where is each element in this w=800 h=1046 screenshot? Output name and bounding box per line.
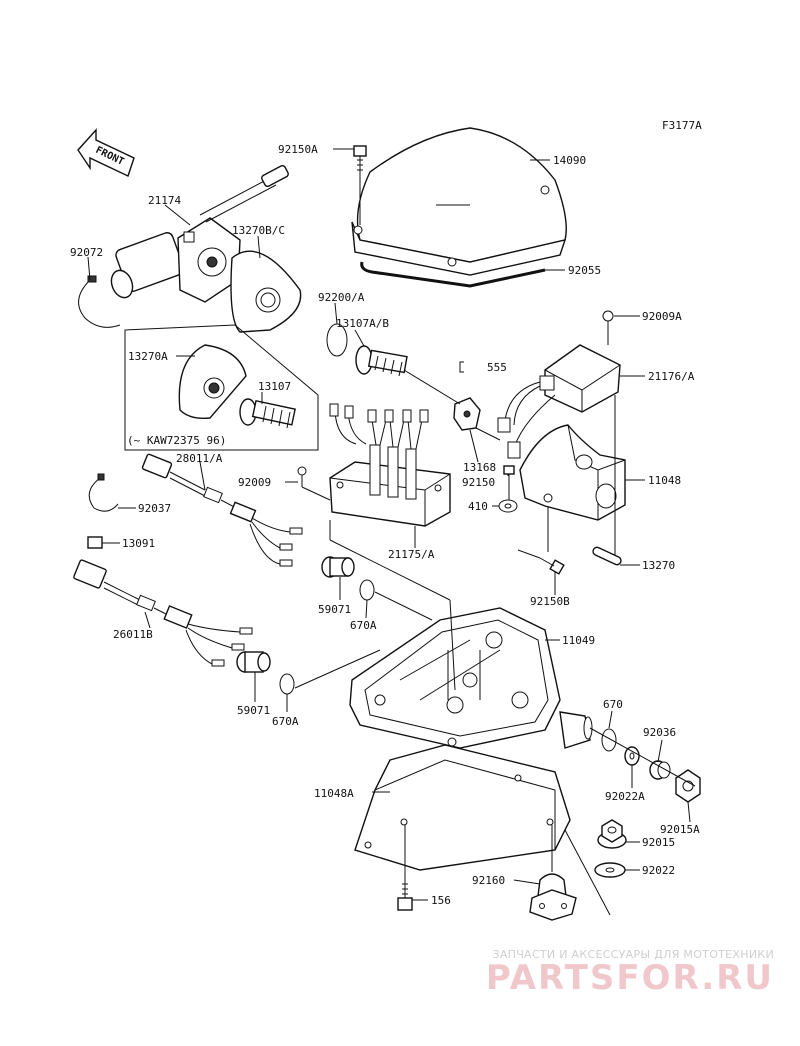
watermark-brand: PARTSFOR.RU xyxy=(485,958,774,998)
callout-555: 555 xyxy=(487,361,507,374)
ecu-cover-14090 xyxy=(351,127,567,276)
harness-26011B xyxy=(73,559,253,667)
oring-670 xyxy=(601,728,617,752)
callout-13270A: 13270A xyxy=(128,350,168,363)
callout-410: 410 xyxy=(468,500,488,513)
clip-13091 xyxy=(87,536,103,549)
callout-92009: 92009 xyxy=(238,476,271,489)
callout-92015A: 92015A xyxy=(660,823,700,836)
callout-13107: 13107 xyxy=(258,380,291,393)
callout-670A-lower: 670A xyxy=(272,715,299,728)
callout-28011A: 28011/A xyxy=(176,452,223,465)
callout-11048A: 11048A xyxy=(314,787,354,800)
callout-92150: 92150 xyxy=(462,476,495,489)
callout-670: 670 xyxy=(603,698,623,711)
bolt-156 xyxy=(397,880,413,911)
assembly-lines xyxy=(294,175,696,916)
relay-21176A xyxy=(497,310,621,459)
callout-21176A: 21176/A xyxy=(648,370,695,383)
bracket-13270BC xyxy=(230,250,302,333)
callout-92022A: 92022A xyxy=(605,790,645,803)
note-serial: (~ KAW72375 96) xyxy=(127,434,226,447)
callout-21174: 21174 xyxy=(148,194,181,207)
callout-92009A: 92009A xyxy=(642,310,682,323)
nut-92015 xyxy=(597,819,627,849)
callout-14090: 14090 xyxy=(553,154,586,167)
washer-92022A xyxy=(624,746,640,766)
callout-26011B: 26011B xyxy=(113,628,153,641)
actuator-21174 xyxy=(110,164,289,303)
bolt-92150B xyxy=(539,557,565,575)
callout-13107AB: 13107A/B xyxy=(336,317,389,330)
callout-11049: 11049 xyxy=(562,634,595,647)
bolt-92150 xyxy=(503,465,515,492)
clamp-92072 xyxy=(78,275,121,328)
callout-11048: 11048 xyxy=(648,474,681,487)
callout-13270: 13270 xyxy=(642,559,675,572)
figure-code: F3177A xyxy=(662,119,702,132)
watermark-subtitle: ЗАПЧАСТИ И АКСЕССУАРЫ ДЛЯ МОТОТЕХНИКИ xyxy=(492,948,774,961)
watermark: ЗАПЧАСТИ И АКСЕССУАРЫ ДЛЯ МОТОТЕХНИКИ PA… xyxy=(444,948,774,995)
callout-156: 156 xyxy=(431,894,451,907)
connector-13168 xyxy=(453,397,481,431)
callout-59071-lower: 59071 xyxy=(237,704,270,717)
plate-11048A xyxy=(354,744,571,871)
case-11049 xyxy=(349,607,593,749)
callout-92036: 92036 xyxy=(643,726,676,739)
washer-410 xyxy=(498,499,518,513)
callout-92160: 92160 xyxy=(472,874,505,887)
callout-92150B: 92150B xyxy=(530,595,570,608)
callout-13270BC: 13270B/C xyxy=(232,224,285,237)
callout-13168: 13168 xyxy=(463,461,496,474)
callout-92150A: 92150A xyxy=(278,143,318,156)
front-arrow-icon: FRONT xyxy=(77,128,135,177)
callout-92037: 92037 xyxy=(138,502,171,515)
screw-92009 xyxy=(297,466,307,487)
callout-92072: 92072 xyxy=(70,246,103,259)
strap-13270 xyxy=(592,546,622,566)
callout-92055: 92055 xyxy=(568,264,601,277)
callout-21175A: 21175/A xyxy=(388,548,435,561)
washer-92022 xyxy=(594,862,626,878)
gasket-92055 xyxy=(360,261,546,288)
callout-670A-upper: 670A xyxy=(350,619,377,632)
ecu-21175A xyxy=(329,403,451,527)
bracket-11048 xyxy=(519,424,626,521)
grommet-59071-upper xyxy=(321,556,355,578)
clamp-92037 xyxy=(88,473,119,512)
callout-92200A: 92200/A xyxy=(318,291,365,304)
leader-lines xyxy=(87,148,691,901)
callout-13091: 13091 xyxy=(122,537,155,550)
bolt-92150A xyxy=(353,145,367,175)
mount-92160 xyxy=(529,858,577,921)
oring-670A-lower xyxy=(279,673,295,695)
callout-92015: 92015 xyxy=(642,836,675,849)
inset-box xyxy=(124,324,319,451)
callout-92022: 92022 xyxy=(642,864,675,877)
callout-59071-upper: 59071 xyxy=(318,603,351,616)
connector-555 xyxy=(459,361,464,373)
oring-670A-upper xyxy=(359,579,375,601)
shaft-13107AB xyxy=(355,345,408,377)
grommet-59071-lower xyxy=(236,651,271,673)
nut-92015A xyxy=(675,769,701,803)
harness-28011A xyxy=(141,453,303,567)
